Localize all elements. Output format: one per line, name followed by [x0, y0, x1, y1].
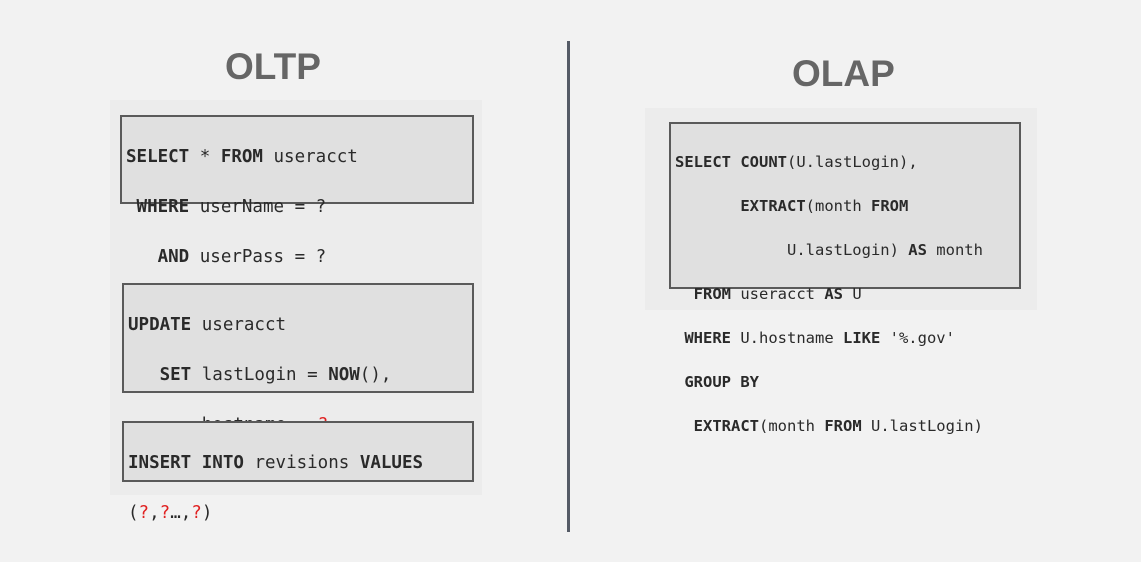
- sql-keyword: SELECT: [126, 147, 190, 167]
- code-line: AND userPass = ?: [126, 245, 468, 270]
- sql-keyword: VALUES: [359, 453, 424, 473]
- sql-keyword: FROM: [220, 147, 263, 167]
- code-line: WHERE U.hostname LIKE '%.gov': [675, 327, 1015, 349]
- sql-text: (),: [359, 365, 392, 385]
- olap-query-box: SELECT COUNT(U.lastLogin), EXTRACT(month…: [669, 122, 1021, 435]
- sql-text: month: [926, 241, 983, 259]
- sql-text: useracct: [262, 147, 358, 167]
- oltp-select-query-box: SELECT * FROM useracct WHERE userName = …: [120, 115, 474, 267]
- sql-keyword: NOW: [328, 365, 360, 385]
- code-line: UPDATE useracct: [128, 313, 468, 338]
- code-line: SELECT COUNT(U.lastLogin),: [675, 151, 1015, 173]
- code-line: WHERE userName = ?: [126, 195, 468, 220]
- sql-keyword: INTO: [201, 453, 244, 473]
- sql-text: (month: [805, 197, 871, 215]
- sql-keyword: FROM: [870, 197, 909, 215]
- code-line: SET lastLogin = NOW(),: [128, 363, 468, 388]
- sql-text: revisions: [243, 453, 360, 473]
- sql-keyword: LIKE: [842, 329, 881, 347]
- code-line: GROUP BY: [675, 371, 1015, 393]
- parameter-placeholder: ?: [191, 503, 202, 523]
- sql-text: ,: [149, 503, 160, 523]
- sql-text: [675, 197, 740, 215]
- code-line: SELECT * FROM useracct: [126, 145, 468, 170]
- sql-keyword: SELECT: [675, 153, 731, 171]
- sql-keyword: AS: [824, 285, 843, 303]
- sql-keyword: AS: [908, 241, 927, 259]
- sql-text: U.lastLogin): [861, 417, 983, 435]
- sql-keyword: INSERT: [128, 453, 192, 473]
- sql-text: userName = ?: [189, 197, 327, 217]
- code-line: EXTRACT(month FROM: [675, 195, 1015, 217]
- sql-text: useracct: [191, 315, 287, 335]
- sql-text: [731, 153, 740, 171]
- sql-keyword: EXTRACT: [693, 417, 759, 435]
- sql-text: U.hostname: [731, 329, 843, 347]
- sql-text: *: [189, 147, 221, 167]
- olap-title: OLAP: [792, 53, 895, 94]
- sql-text: U: [843, 285, 862, 303]
- sql-keyword: COUNT: [740, 153, 788, 171]
- sql-text: ): [201, 503, 213, 523]
- sql-keyword: WHERE: [675, 329, 731, 347]
- sql-text: [675, 417, 694, 435]
- code-line: U.lastLogin) AS month: [675, 239, 1015, 261]
- sql-keyword: GROUP BY: [675, 373, 759, 391]
- sql-keyword: FROM: [824, 417, 862, 435]
- code-line: FROM useracct AS U: [675, 283, 1015, 305]
- sql-text: (U.lastLogin),: [787, 153, 918, 171]
- sql-keyword: WHERE: [126, 197, 190, 217]
- code-line: INSERT INTO revisions VALUES: [128, 451, 468, 476]
- vertical-divider: [567, 41, 570, 532]
- oltp-insert-query-box: INSERT INTO revisions VALUES (?,?…,?): [122, 421, 474, 523]
- code-line: (?,?…,?): [128, 501, 468, 526]
- sql-text: '%.gov': [880, 329, 955, 347]
- sql-text: …,: [170, 503, 192, 523]
- sql-text: (: [128, 503, 139, 523]
- parameter-placeholder: ?: [159, 503, 171, 523]
- sql-text: (month: [759, 417, 825, 435]
- oltp-update-query-box: UPDATE useracct SET lastLogin = NOW(), h…: [122, 283, 474, 485]
- code-line: EXTRACT(month FROM U.lastLogin): [675, 415, 1015, 437]
- sql-text: useracct: [731, 285, 825, 303]
- sql-text: userPass = ?: [189, 247, 327, 267]
- sql-keyword: FROM: [675, 285, 731, 303]
- sql-keyword: UPDATE: [128, 315, 192, 335]
- sql-text: lastLogin =: [191, 365, 329, 385]
- sql-keyword: SET: [128, 365, 192, 385]
- sql-text: U.lastLogin): [675, 241, 909, 259]
- oltp-title: OLTP: [225, 46, 321, 87]
- sql-keyword: EXTRACT: [740, 197, 806, 215]
- sql-keyword: AND: [126, 247, 190, 267]
- parameter-placeholder: ?: [138, 503, 150, 523]
